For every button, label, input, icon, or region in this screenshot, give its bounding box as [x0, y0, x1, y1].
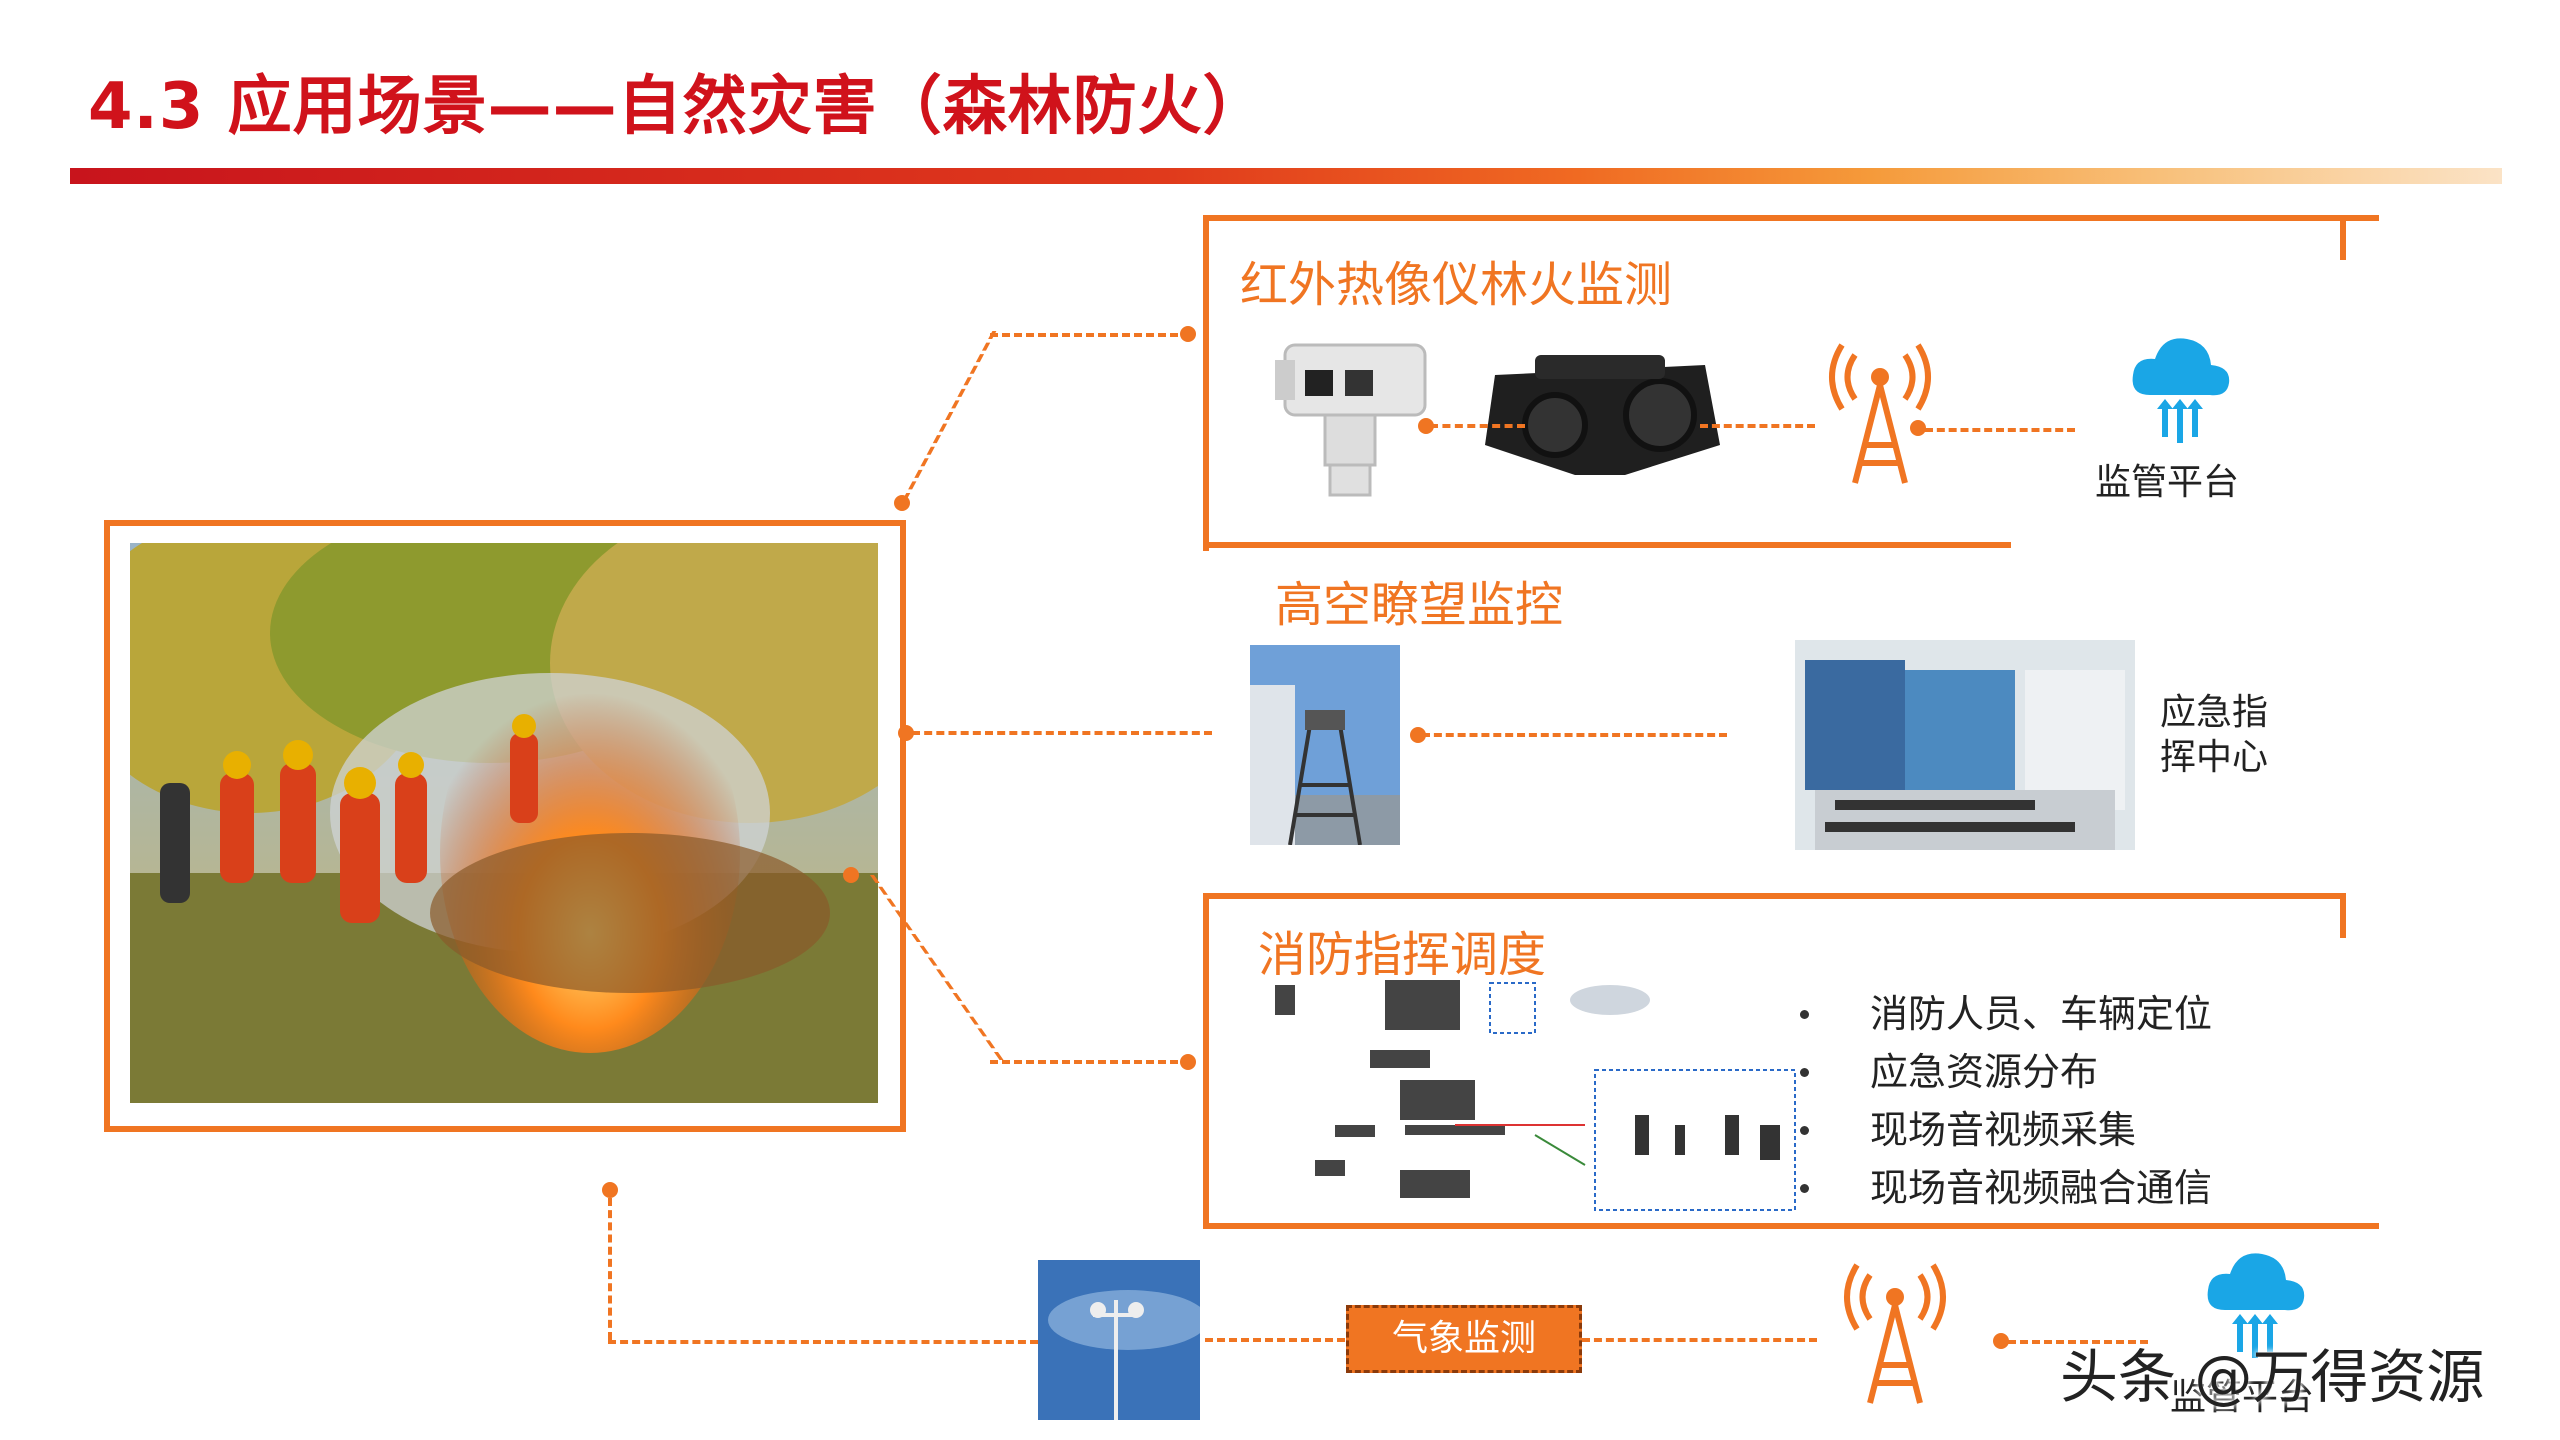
infrared-section-frame [1203, 215, 2379, 551]
dispatch-section-label: 消防指挥调度 [1258, 927, 1547, 983]
weather-platform-label: 监管平台 [2170, 1377, 2315, 1418]
page-title: 4.3 应用场景——自然灾害（森林防火） [88, 70, 1268, 144]
command-center-label: 应急指 挥中心 [2160, 692, 2269, 778]
connector-dot [602, 1182, 618, 1198]
connector-dot [843, 867, 859, 883]
bullet-item: 现场音视频融合通信 [1800, 1159, 2212, 1217]
cloud-platform-icon [2125, 325, 2235, 445]
connector-line [608, 1340, 1038, 1344]
connector-line [1422, 733, 1727, 737]
connector-line [990, 333, 1190, 337]
command-center-photo [1795, 640, 2135, 850]
connector-line [1582, 1338, 1817, 1342]
signal-tower-icon [1820, 335, 1940, 485]
infrared-right-edge [2340, 215, 2346, 260]
connector-line [1700, 424, 1815, 428]
connector-dot [1410, 727, 1426, 743]
cloud-platform-icon [2200, 1240, 2310, 1360]
connector-line [990, 1060, 1190, 1064]
fire-photo-frame [104, 520, 906, 1132]
infrared-bottom-edge [1203, 542, 2011, 548]
dispatch-right-edge [2340, 893, 2346, 938]
weather-station-photo [1038, 1260, 1200, 1420]
aerial-section-label: 高空瞭望监控 [1275, 577, 1564, 633]
bullet-item: 消防人员、车辆定位 [1800, 985, 2212, 1043]
title-underline-band [70, 168, 2502, 184]
connector-dot [1180, 1054, 1196, 1070]
connector-dot [1910, 420, 1926, 436]
forest-fire-photo [130, 543, 878, 1103]
bullet-item: 现场音视频采集 [1800, 1101, 2212, 1159]
connector-dot [1180, 326, 1196, 342]
connector-line [912, 731, 1212, 735]
watchtower-photo [1250, 645, 1400, 845]
bullet-item: 应急资源分布 [1800, 1043, 2212, 1101]
connector-line [2008, 1340, 2148, 1344]
connector-dot [1993, 1333, 2009, 1349]
watermark: 头条 @万得资源 [2060, 1343, 2485, 1411]
infrared-section-label: 红外热像仪林火监测 [1240, 257, 1673, 313]
thermal-binocular-icon [1475, 335, 1730, 495]
dispatch-diagram [1255, 975, 1800, 1215]
dispatch-top-edge [1203, 893, 2346, 899]
connector-line [1430, 424, 1525, 428]
connector-line [1925, 428, 2075, 432]
connector-line [902, 331, 1001, 501]
connector-line [1205, 1338, 1345, 1342]
connector-dot [1418, 418, 1434, 434]
camera-icon [1265, 330, 1435, 500]
connector-dot [898, 725, 914, 741]
infrared-platform-label: 监管平台 [2095, 462, 2240, 503]
signal-tower-icon [1835, 1255, 1955, 1405]
dispatch-section-frame [1203, 893, 2379, 1229]
connector-line [608, 1198, 612, 1340]
connector-dot [894, 495, 910, 511]
weather-monitoring-tag: 气象监测 [1346, 1305, 1582, 1373]
dispatch-bullet-list: 消防人员、车辆定位 应急资源分布 现场音视频采集 现场音视频融合通信 [1800, 985, 2212, 1217]
